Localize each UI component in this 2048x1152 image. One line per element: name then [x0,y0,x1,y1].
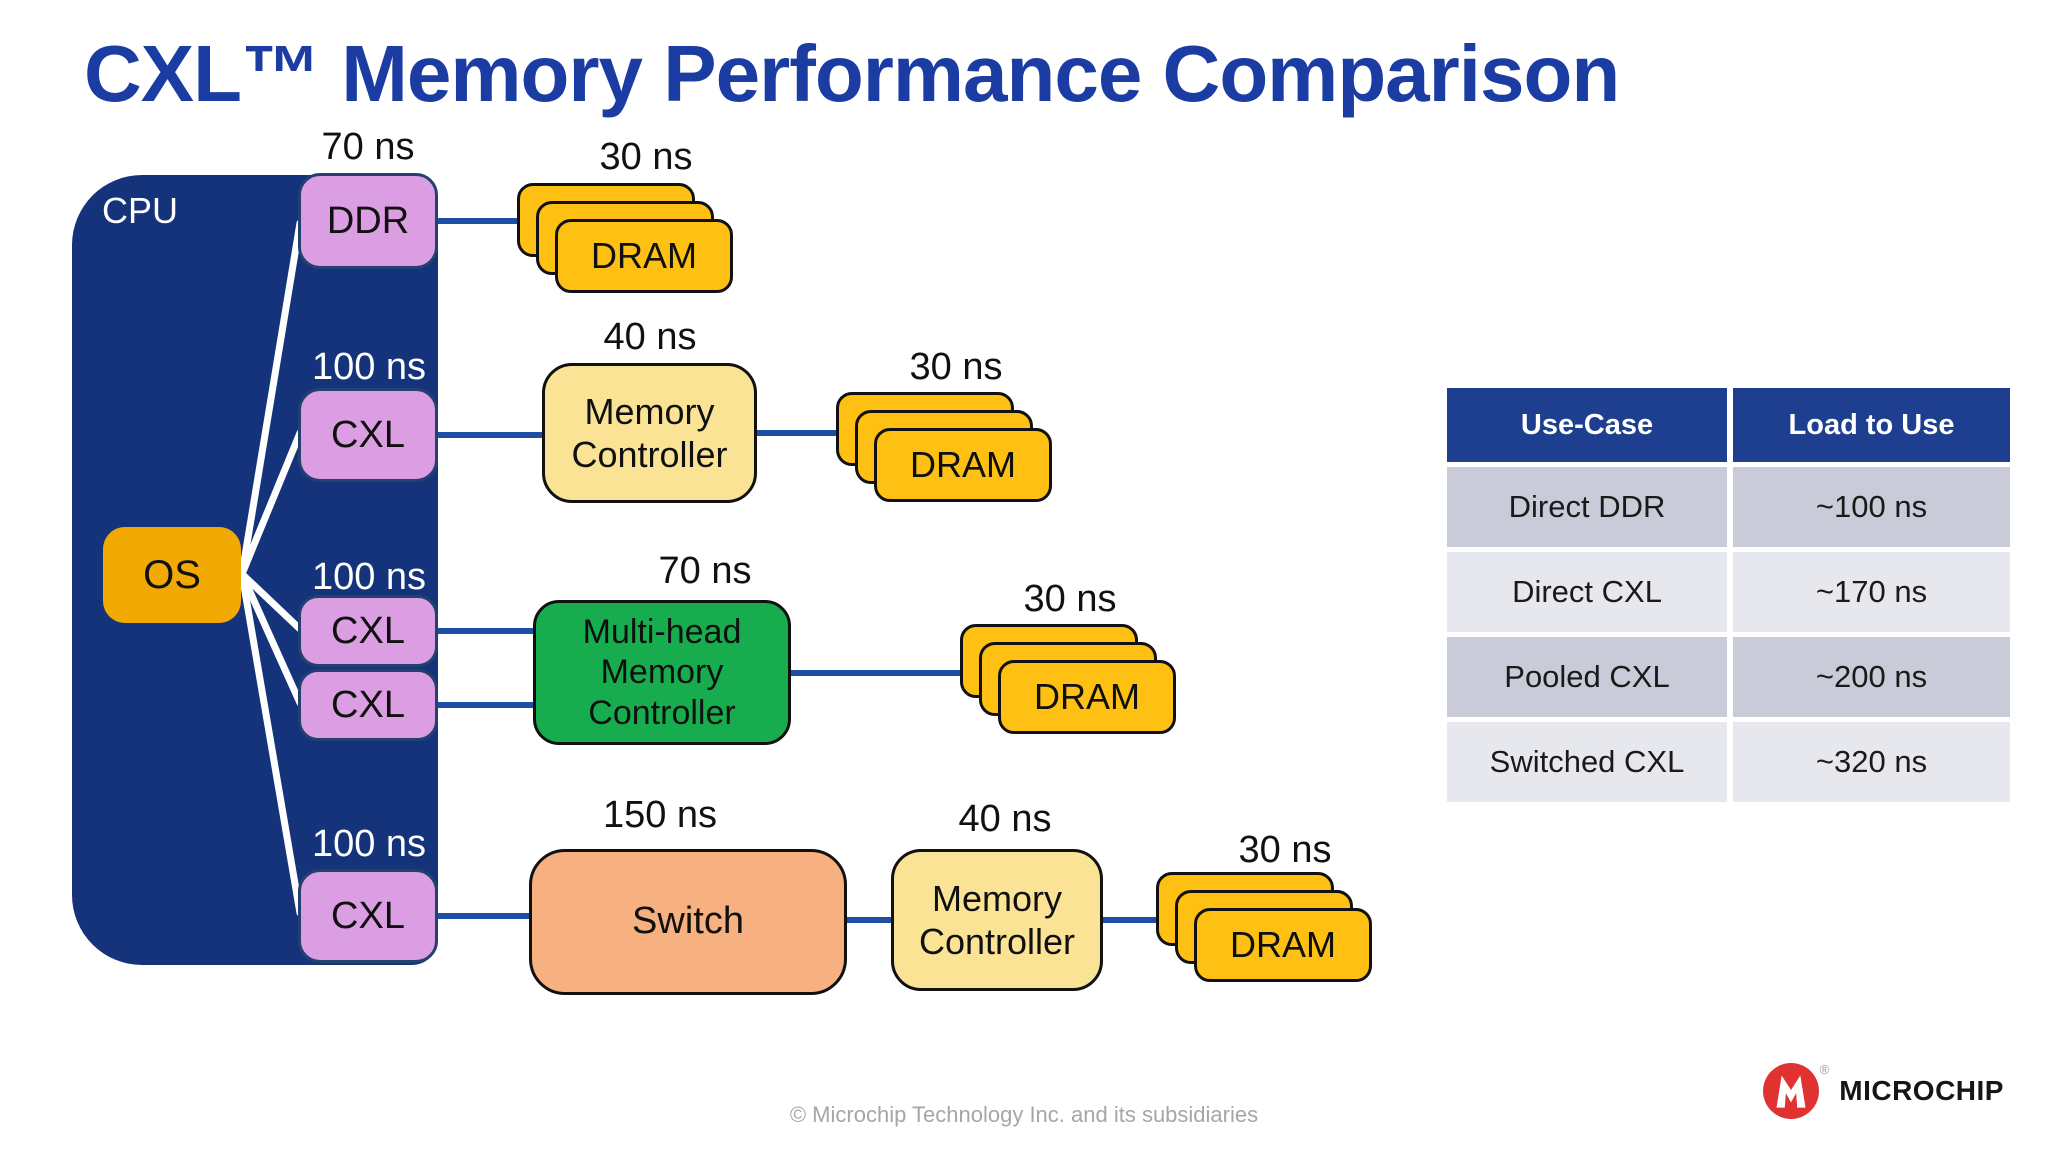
table-cell: ~320 ns [1733,722,2010,802]
latency-label-dram3: 30 ns [1023,578,1117,620]
dram-stack-3: DRAM [960,624,1180,740]
table-cell: ~100 ns [1733,467,2010,547]
dram-card-front: DRAM [874,428,1052,502]
latency-label-ddr: 70 ns [321,126,415,168]
latency-label-switch: 150 ns [602,794,718,836]
port-label: CXL [331,894,405,937]
dram-label: DRAM [1230,924,1336,965]
memory-controller-box: Memory Controller [542,363,757,503]
dram-stack-2: DRAM [836,392,1056,508]
comparison-table: Use-Case Load to Use Direct DDR ~100 ns … [1447,388,2010,802]
memory-controller-label: Memory Controller [571,390,728,475]
microchip-logo-icon [1762,1063,1819,1119]
port-ddr: DDR [298,173,438,269]
multi-head-memory-controller-box: Multi-head Memory Controller [533,600,791,745]
dram-stack-1: DRAM [517,183,737,299]
table-cell: Pooled CXL [1447,637,1727,717]
latency-label-cxl-direct: 100 ns [311,346,427,388]
latency-label-cxl-pooled: 100 ns [311,556,427,598]
latency-label-memory-controller-2: 40 ns [958,798,1052,840]
port-cxl-direct: CXL [298,388,438,482]
footer-copyright: © Microchip Technology Inc. and its subs… [789,1102,1259,1127]
memory-controller-label: Memory Controller [918,877,1076,962]
port-cxl-pooled-1: CXL [298,595,438,667]
latency-label-dram2: 30 ns [909,346,1003,388]
page-title: CXL™ Memory Performance Comparison [84,29,1620,118]
dram-stack-4: DRAM [1156,872,1376,988]
registered-mark: ® [1819,1062,1830,1077]
dram-label: DRAM [910,444,1016,485]
table-cell: Direct DDR [1447,467,1727,547]
port-label: CXL [331,683,405,726]
latency-label-dram4: 30 ns [1238,829,1332,871]
port-cxl-pooled-2: CXL [298,669,438,741]
dram-label: DRAM [1034,676,1140,717]
cpu-label: CPU [102,190,179,231]
table-cell: ~200 ns [1733,637,2010,717]
port-label: DDR [326,199,410,242]
memory-controller-box-2: Memory Controller [891,849,1103,991]
latency-label-memory-controller: 40 ns [603,316,697,358]
dram-card-front: DRAM [555,219,733,293]
latency-label-dram1: 30 ns [599,136,693,178]
bus-lines [438,218,1260,923]
table-header-load-to-use: Load to Use [1733,388,2010,462]
switch-box: Switch [529,849,847,995]
os-label: OS [143,552,201,597]
dram-label: DRAM [591,235,697,276]
microchip-brand-text: MICROCHIP [1839,1075,2004,1106]
port-label: CXL [331,413,405,456]
dram-card-front: DRAM [1194,908,1372,982]
port-cxl-switched: CXL [298,869,438,963]
table-cell: Switched CXL [1447,722,1727,802]
table-header-use-case: Use-Case [1447,388,1727,462]
port-label: CXL [331,609,405,652]
switch-label: Switch [632,900,744,943]
os-fan-lines [238,219,304,917]
latency-label-multihead: 70 ns [658,550,752,592]
latency-label-cxl-switched: 100 ns [311,823,427,865]
os-box: OS [103,527,241,623]
microchip-logo: ® MICROCHIP [1762,1062,2004,1120]
table-cell: Direct CXL [1447,552,1727,632]
table-cell: ~170 ns [1733,552,2010,632]
multi-head-memory-controller-label: Multi-head Memory Controller [582,613,742,732]
dram-card-front: DRAM [998,660,1176,734]
